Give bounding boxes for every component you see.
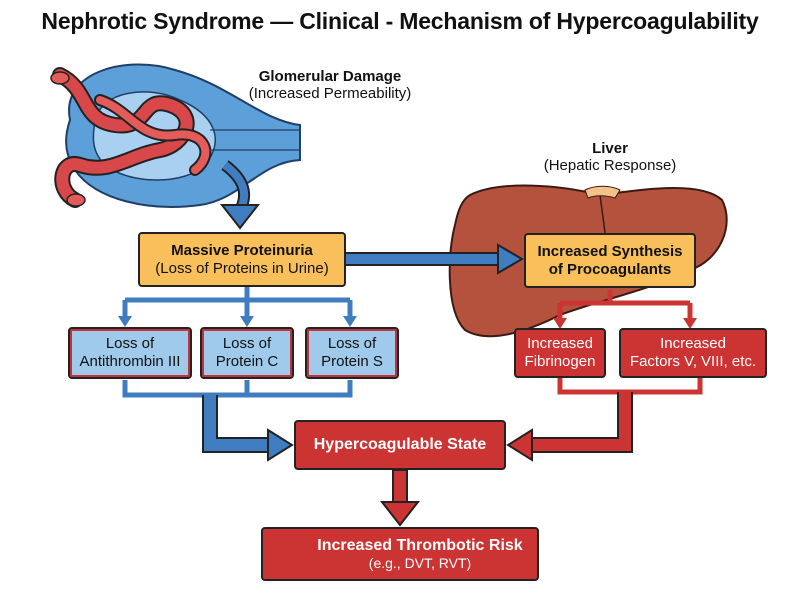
proteinuria-title: Massive Proteinuria — [171, 241, 313, 259]
loss-line2: Protein S — [321, 353, 383, 370]
risk-box: Increased Thrombotic Risk (e.g., DVT, RV… — [261, 527, 539, 581]
loss-line1: Loss of — [327, 335, 377, 352]
increase-line1: Increased — [527, 335, 593, 352]
loss-line2: Antithrombin III — [79, 353, 181, 370]
synthesis-line2: of Procoagulants — [548, 260, 672, 278]
increase-box-fibrinogen: Increased Fibrinogen — [514, 328, 606, 378]
glomerular-title: Glomerular Damage — [258, 68, 402, 85]
arrow-blue-to-hypercoag — [202, 395, 294, 462]
loss-box-protein-c: Loss of Protein C — [200, 327, 294, 379]
hypercoag-box: Hypercoagulable State — [294, 420, 506, 470]
loss-line2: Protein C — [215, 353, 279, 370]
page-title: Nephrotic Syndrome — Clinical - Mechanis… — [41, 8, 759, 34]
loss-line1: Loss of — [105, 335, 155, 352]
risk-subtitle: (e.g., DVT, RVT) — [368, 555, 472, 572]
loss-box-antithrombin: Loss of Antithrombin III — [68, 327, 192, 379]
proteinuria-subtitle: (Loss of Proteins in Urine) — [155, 259, 329, 277]
synthesis-box: Increased Synthesis of Procoagulants — [524, 233, 696, 288]
increase-line1: Increased — [660, 335, 726, 352]
loss-box-protein-s: Loss of Protein S — [305, 327, 399, 379]
liver-title: Liver — [592, 140, 628, 157]
glomerular-subtitle: (Increased Permeability) — [248, 85, 412, 102]
hypercoag-title: Hypercoagulable State — [313, 436, 487, 454]
red-converge-lines — [557, 378, 703, 395]
branch-lines-blue — [122, 285, 353, 318]
proteinuria-box: Massive Proteinuria (Loss of Proteins in… — [138, 232, 346, 287]
liver-subtitle: (Hepatic Response) — [543, 157, 677, 174]
increase-box-factors: Increased Factors V, VIII, etc. — [619, 328, 767, 378]
glomerular-label: Glomerular Damage (Increased Permeabilit… — [230, 68, 430, 102]
glomerulus-illustration — [50, 63, 301, 208]
increase-line2: Fibrinogen — [524, 353, 596, 370]
increase-line2: Factors V, VIII, etc. — [629, 353, 757, 370]
risk-title: Increased Thrombotic Risk — [317, 537, 523, 554]
blue-converge-lines — [122, 380, 353, 398]
synthesis-line1: Increased Synthesis — [537, 242, 683, 260]
arrow-red-to-hypercoag — [506, 392, 633, 462]
branch-lines-red — [557, 290, 693, 320]
liver-label: Liver (Hepatic Response) — [520, 140, 700, 174]
loss-line1: Loss of — [222, 335, 272, 352]
arrow-hypercoag-to-risk — [379, 469, 421, 527]
